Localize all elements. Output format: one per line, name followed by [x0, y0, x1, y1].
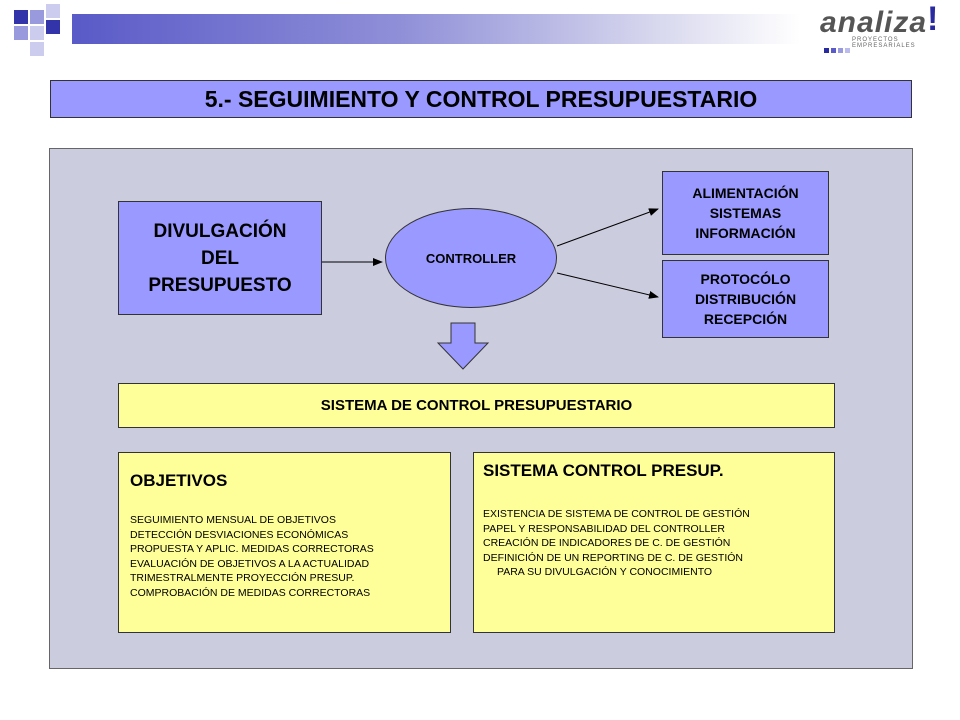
protocolo-line: RECEPCIÓN [703, 311, 788, 327]
objetivos-item: SEGUIMIENTO MENSUAL DE OBJETIVOS [130, 514, 336, 526]
alimentacion-line: ALIMENTACIÓN [692, 185, 799, 201]
sistema-control-item: EXISTENCIA DE SISTEMA DE CONTROL DE GEST… [483, 508, 750, 520]
objetivos-item: COMPROBACIÓN DE MEDIDAS CORRECTORAS [130, 586, 371, 599]
arrow-controller-alimentacion [556, 208, 659, 247]
logo-subtitle: PROYECTOS EMPRESARIALES [852, 37, 916, 49]
decor-square [30, 42, 44, 56]
controller-ellipse: CONTROLLER [385, 208, 557, 308]
sistema-control-presup-heading: SISTEMA CONTROL PRESUP. [483, 461, 724, 480]
decor-square [14, 10, 28, 24]
divulgacion-box: DIVULGACIÓN DEL PRESUPUESTO [118, 201, 322, 315]
logo-word: analiza [820, 6, 928, 39]
sistema-control-title: SISTEMA DE CONTROL PRESUPUESTARIO [320, 397, 633, 414]
arrow-controller-protocolo [556, 272, 659, 299]
decor-square [30, 26, 44, 40]
protocolo-box: PROTOCÓLO DISTRIBUCIÓN RECEPCIÓN [662, 260, 829, 338]
sistema-control-presup-box: SISTEMA CONTROL PRESUP. EXISTENCIA DE SI… [473, 452, 835, 633]
objetivos-item: DETECCIÓN DESVIACIONES ECONÓMICAS [130, 528, 349, 541]
controller-label: CONTROLLER [425, 250, 517, 266]
divulgacion-line: PRESUPUESTO [148, 274, 292, 296]
decor-square [14, 26, 28, 40]
logo-exclamation: ! [927, 0, 939, 38]
objetivos-heading: OBJETIVOS [130, 471, 228, 490]
alimentacion-line: INFORMACIÓN [695, 225, 796, 241]
protocolo-line: DISTRIBUCIÓN [694, 291, 797, 307]
decor-square [46, 4, 60, 18]
alimentacion-line: SISTEMAS [709, 205, 782, 221]
sistema-control-item: PARA SU DIVULGACIÓN Y CONOCIMIENTO [497, 566, 713, 578]
down-arrow-icon [436, 322, 490, 370]
slide-title: 5.- SEGUIMIENTO Y CONTROL PRESUPUESTARIO [50, 80, 912, 118]
header-gradient-bar [72, 14, 800, 44]
sistema-control-title-box: SISTEMA DE CONTROL PRESUPUESTARIO [118, 383, 835, 428]
objetivos-item: TRIMESTRALMENTE PROYECCIÓN PRESUP. [130, 572, 355, 584]
decor-square [30, 10, 44, 24]
divulgacion-line: DIVULGACIÓN [153, 220, 287, 242]
objetivos-box: OBJETIVOS SEGUIMIENTO MENSUAL DE OBJETIV… [118, 452, 451, 633]
sistema-control-item: PAPEL Y RESPONSABILIDAD DEL CONTROLLER [483, 522, 725, 535]
objetivos-item: PROPUESTA Y APLIC. MEDIDAS CORRECTORAS [130, 543, 374, 555]
logo-dots [824, 40, 852, 58]
sistema-control-item: DEFINICIÓN DE UN REPORTING DE C. DE GEST… [483, 551, 743, 564]
objetivos-item: EVALUACIÓN DE OBJETIVOS A LA ACTUALIDAD [130, 557, 370, 570]
decor-square [46, 20, 60, 34]
divulgacion-line: DEL [201, 247, 239, 269]
protocolo-line: PROTOCÓLO [700, 271, 791, 287]
alimentacion-box: ALIMENTACIÓN SISTEMAS INFORMACIÓN [662, 171, 829, 255]
sistema-control-item: CREACIÓN DE INDICADORES DE C. DE GESTIÓN [483, 537, 731, 549]
